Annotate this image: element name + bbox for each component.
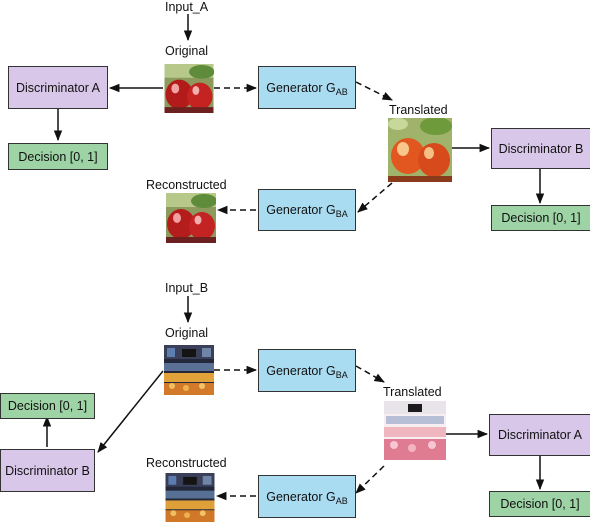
input-b-label: Input_B — [165, 281, 209, 295]
generator-ba-label: Generator GBA — [266, 203, 348, 219]
original-label: Original — [165, 44, 209, 58]
edge-generator-ba-to-translated — [355, 365, 385, 383]
original-apple-image — [164, 64, 214, 113]
decision-b-box: Decision [0, 1] — [0, 393, 95, 419]
decision-b-box: Decision [0, 1] — [491, 205, 590, 231]
reconstructed-label: Reconstructed — [146, 178, 227, 192]
input-a-label: Input_A — [165, 0, 209, 14]
edge-translated-to-generator-ab — [355, 465, 385, 494]
decision-a-box: Decision [0, 1] — [8, 143, 108, 170]
decision-a-box: Decision [0, 1] — [489, 491, 590, 517]
decision-b-label: Decision [0, 1] — [7, 399, 88, 413]
reconstructed-market-image — [165, 473, 215, 522]
generator-ab-box: Generator GAB — [258, 66, 356, 109]
reconstructed-label: Reconstructed — [146, 456, 227, 470]
discriminator-b-label: Discriminator B — [5, 463, 90, 478]
generator-ab-label: Generator GAB — [266, 489, 348, 506]
generator-ab-box: Generator GAB — [258, 475, 356, 518]
reconstructed-apple-image — [166, 193, 216, 243]
apple-photo-icon — [166, 193, 216, 243]
original-market-image — [164, 345, 214, 395]
translated-market-image — [384, 401, 446, 460]
original-label: Original — [165, 326, 209, 340]
decision-a-label: Decision [0, 1] — [500, 497, 580, 511]
discriminator-b-label: Discriminator B — [498, 141, 584, 156]
discriminator-a-label: Discriminator A — [497, 428, 583, 442]
discriminator-a-box: Discriminator A — [489, 414, 590, 456]
generator-ba-box: Generator GBA — [258, 349, 356, 392]
market-stall-photo-icon — [165, 473, 215, 522]
generator-ba-box: Generator GBA — [258, 189, 356, 231]
generator-ab-label: Generator GAB — [266, 80, 348, 97]
edge-generator-ab-to-translated — [355, 81, 393, 101]
decision-a-label: Decision [0, 1] — [18, 149, 98, 164]
discriminator-b-box: Discriminator B — [491, 128, 590, 169]
translated-apple-image — [388, 118, 452, 182]
apple-photo-icon — [164, 64, 214, 113]
market-stall-photo-icon — [164, 345, 214, 395]
edge-original-to-discriminator-b — [97, 370, 164, 453]
market-stall-photo-icon — [384, 401, 446, 460]
edge-translated-to-generator-ba — [357, 182, 393, 213]
decision-b-label: Decision [0, 1] — [501, 211, 581, 225]
discriminator-a-box: Discriminator A — [8, 66, 108, 109]
generator-ba-label: Generator GBA — [266, 363, 348, 380]
discriminator-a-label: Discriminator A — [15, 80, 101, 95]
discriminator-b-box: Discriminator B — [0, 449, 95, 492]
translated-label: Translated — [383, 385, 442, 399]
apple-photo-icon — [388, 118, 452, 182]
translated-label: Translated — [389, 103, 448, 117]
